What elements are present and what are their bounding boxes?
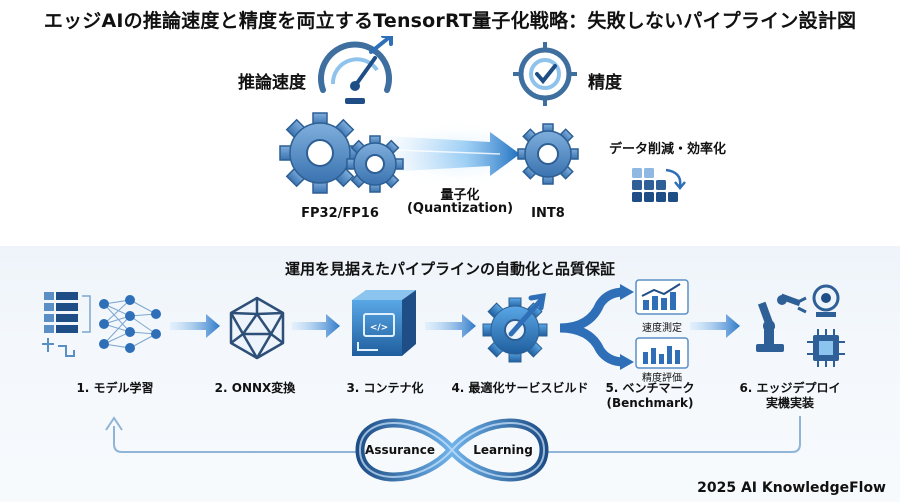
onnx-polyhedron-icon	[229, 296, 285, 360]
quantization-english-label: (Quantization)	[406, 201, 514, 216]
accuracy-chart-icon	[635, 337, 689, 369]
infinity-loop-icon	[355, 418, 549, 482]
pipeline-graphics: </>	[42, 279, 845, 482]
top-graphics	[279, 36, 686, 202]
accuracy-eval-label: 精度評価	[642, 373, 682, 384]
stage-3-label: 3. コンテナ化	[346, 381, 424, 395]
branch-arrow-up	[559, 287, 625, 333]
data-reduction-label: データ削減・効率化	[608, 142, 726, 157]
fp-precision-label: FP32/FP16	[301, 206, 379, 221]
speedometer-icon	[318, 36, 393, 104]
flow-arrow-2	[292, 314, 340, 338]
page-title: エッジAIの推論速度と精度を両立するTensorRT量子化戦略：失敗しないパイプ…	[43, 10, 857, 32]
stage-5-sublabel: (Benchmark)	[606, 396, 694, 410]
pipeline-heading: 運用を見据えたパイプラインの自動化と品質保証	[284, 260, 615, 278]
robot-arm-icon	[756, 293, 807, 352]
flow-arrow-5	[690, 314, 740, 338]
svg-text:</>: </>	[370, 323, 388, 333]
data-blocks-icon	[632, 168, 686, 202]
speed-label: 推論速度	[238, 73, 306, 93]
credit-text: 2025 AI KnowledgeFlow	[697, 480, 886, 496]
pipeline-panel	[0, 246, 900, 502]
speed-measure-label: 速度測定	[642, 323, 682, 334]
feedback-arrowhead	[105, 416, 123, 431]
stage-4-label: 4. 最適化サービスビルド	[451, 381, 589, 395]
stage-5-label: 5. ベンチマーク	[605, 381, 695, 395]
flow-arrow-3	[425, 314, 476, 338]
feedback-line-right	[548, 416, 801, 453]
data-table-icon	[42, 292, 91, 357]
feedback-line-left	[113, 426, 356, 453]
flow-arrow-1	[170, 314, 220, 338]
gear-icon-fp16-small	[346, 135, 404, 193]
stage-6-label: 6. エッジデプロイ	[739, 381, 841, 395]
loop-label-learning: Learning	[473, 443, 533, 457]
camera-icon	[812, 284, 840, 317]
accuracy-label: 精度	[588, 73, 622, 93]
quantization-arrow	[385, 132, 520, 176]
target-check-icon	[513, 42, 577, 106]
optimize-gear-icon	[482, 292, 548, 363]
container-cube-icon: </>	[352, 290, 416, 356]
gear-icon-fp32-large	[279, 112, 361, 194]
stage-6-sublabel: 実機実装	[765, 396, 814, 410]
gear-icon-int8	[517, 123, 579, 185]
speed-chart-icon	[635, 279, 689, 315]
branch-arrow-down	[559, 323, 625, 367]
neural-network-icon	[99, 295, 161, 353]
int8-label: INT8	[531, 206, 565, 221]
chip-icon	[807, 329, 845, 367]
stage-1-label: 1. モデル学習	[76, 381, 154, 395]
stage-2-label: 2. ONNX変換	[214, 381, 296, 395]
loop-label-assurance: Assurance	[365, 443, 435, 457]
quantization-label: 量子化	[440, 188, 480, 203]
